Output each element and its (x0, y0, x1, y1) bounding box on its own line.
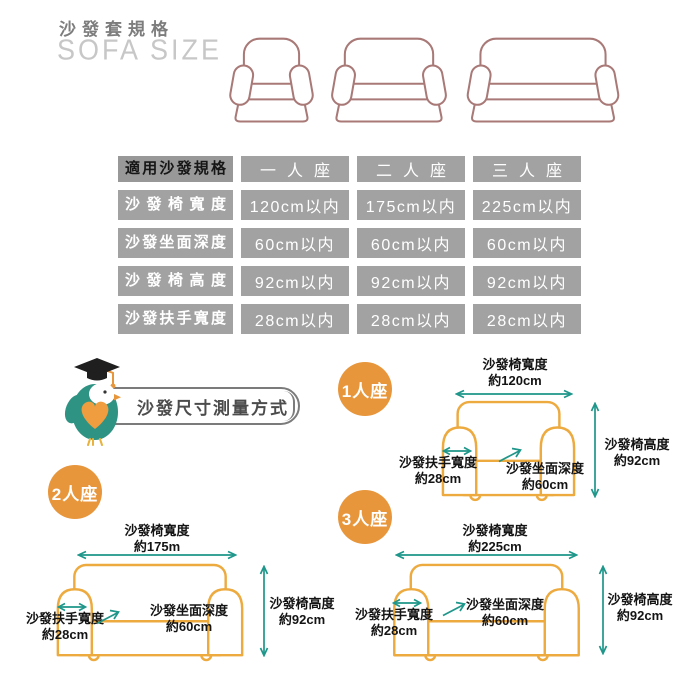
dim-armrest-1seat: 沙發扶手寬度 約28cm (398, 455, 477, 486)
dim-depth-3seat: 沙發坐面深度 約60cm (465, 597, 544, 628)
dim-height-3seat: 沙發椅高度 約92cm (607, 592, 673, 623)
table-header-2seat: 二人座 (357, 156, 465, 182)
dim-width-3seat: 沙發椅寬度 約225cm (462, 523, 528, 554)
row-label-armrest: 沙發扶手寬度 (118, 304, 233, 334)
armrest-arrow-1seat-icon (442, 446, 472, 456)
sofa-outline-1seat-icon (229, 37, 314, 123)
spec-table: 適用沙發規格 一人座 二人座 三人座 沙發椅寬度 120cm以内 175cm以内… (118, 156, 581, 334)
height-arrow-2seat-icon (259, 565, 269, 657)
cell-width-3seat: 225cm以内 (473, 190, 581, 220)
dim-depth-1seat: 沙發坐面深度 約60cm (505, 461, 584, 492)
armrest-arrow-3seat-icon (392, 598, 422, 608)
badge-2seat: 2人座 (48, 465, 102, 519)
table-header-3seat: 三人座 (473, 156, 581, 182)
dim-armrest-2seat: 沙發扶手寬度 約28cm (25, 611, 104, 642)
dim-height-1seat: 沙發椅高度 約92cm (604, 437, 670, 468)
cell-depth-3seat: 60cm以内 (473, 228, 581, 258)
cell-armrest-1seat: 28cm以内 (241, 304, 349, 334)
width-arrow-2seat-icon (77, 550, 237, 560)
cell-width-1seat: 120cm以内 (241, 190, 349, 220)
cell-armrest-2seat: 28cm以内 (357, 304, 465, 334)
sofa-outline-2seat-icon (331, 37, 447, 123)
width-arrow-1seat-icon (455, 389, 573, 399)
depth-arrow-2seat-icon (96, 609, 120, 625)
page-title: 沙發套規格 (59, 20, 174, 39)
dim-height-2seat: 沙發椅高度 約92cm (269, 596, 335, 627)
table-header-spec: 適用沙發規格 (118, 156, 233, 182)
dim-depth-2seat: 沙發坐面深度 約60cm (149, 603, 228, 634)
cell-height-2seat: 92cm以内 (357, 266, 465, 296)
dim-width-2seat: 沙發椅寬度 約175m (124, 523, 190, 554)
cell-armrest-3seat: 28cm以内 (473, 304, 581, 334)
sofa-diagram-2seat (56, 563, 244, 662)
depth-arrow-1seat-icon (498, 447, 522, 463)
width-arrow-3seat-icon (395, 550, 578, 560)
dim-width-1seat: 沙發椅寬度 約120cm (482, 357, 548, 388)
badge-3seat: 3人座 (338, 490, 392, 544)
armrest-arrow-2seat-icon (57, 602, 87, 612)
dim-armrest-3seat: 沙發扶手寬度 約28cm (354, 607, 433, 638)
cell-height-1seat: 92cm以内 (241, 266, 349, 296)
sofa-outline-3seat-icon (466, 37, 620, 123)
row-label-width: 沙發椅寬度 (118, 190, 233, 220)
measure-heading: 沙發尺寸測量方式 (137, 398, 289, 418)
sofa-diagram-1seat (441, 400, 576, 502)
row-label-height: 沙發椅高度 (118, 266, 233, 296)
cell-width-2seat: 175cm以内 (357, 190, 465, 220)
cell-depth-1seat: 60cm以内 (241, 228, 349, 258)
badge-1seat: 1人座 (338, 362, 392, 416)
row-label-depth: 沙發坐面深度 (118, 228, 233, 258)
cell-height-3seat: 92cm以内 (473, 266, 581, 296)
mascot-bird-icon (64, 358, 121, 446)
depth-arrow-3seat-icon (442, 601, 466, 617)
height-arrow-1seat-icon (590, 402, 600, 498)
cell-depth-2seat: 60cm以内 (357, 228, 465, 258)
table-header-1seat: 一人座 (241, 156, 349, 182)
page-subtitle: SOFA SIZE (57, 34, 223, 66)
height-arrow-3seat-icon (598, 565, 608, 655)
